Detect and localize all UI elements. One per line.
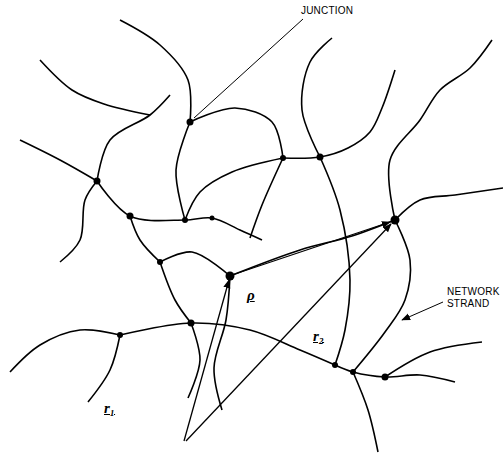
network-strand xyxy=(250,158,283,238)
network-strand xyxy=(120,20,191,122)
junction-dot xyxy=(226,272,235,281)
position-vector xyxy=(232,222,390,275)
junction-dot xyxy=(317,154,324,161)
callout-label: NETWORK STRAND xyxy=(446,286,500,309)
junction-dot xyxy=(280,155,286,161)
position-vector xyxy=(184,280,229,441)
network-strand xyxy=(130,216,160,262)
network-strand xyxy=(20,140,97,181)
vector-label: ρ xyxy=(246,287,256,304)
junction-dot xyxy=(182,217,188,223)
junction-dot xyxy=(188,320,195,327)
network-strand xyxy=(395,188,503,220)
network-strand xyxy=(40,60,150,115)
network-strand xyxy=(160,252,230,276)
callout-label: JUNCTION xyxy=(300,5,354,17)
network-strand xyxy=(353,220,410,372)
network-strand xyxy=(214,276,230,410)
network-strand xyxy=(60,181,97,262)
junction-dot xyxy=(210,216,215,221)
junction-dot xyxy=(332,362,338,368)
junction-dot xyxy=(157,259,163,265)
network-strand xyxy=(97,95,170,181)
network-strand xyxy=(10,330,120,372)
vectors xyxy=(184,222,391,441)
junction-dot xyxy=(187,119,194,126)
network-strand xyxy=(385,342,482,377)
network-strand xyxy=(230,220,395,276)
network-strand xyxy=(120,323,335,365)
network-strand xyxy=(176,122,190,220)
junction-dot xyxy=(350,369,356,375)
junction-dot xyxy=(382,374,389,381)
network-strand xyxy=(302,38,332,157)
junction-dot xyxy=(391,216,400,225)
junction-dot xyxy=(117,332,123,338)
leader-lines xyxy=(194,19,443,320)
network-strands xyxy=(10,20,503,452)
network-strand xyxy=(190,108,283,158)
network-strand xyxy=(88,335,120,402)
vector-label: r₂ xyxy=(312,328,325,345)
leader-line xyxy=(194,19,303,118)
network-strand xyxy=(335,365,455,382)
junction-dot xyxy=(127,213,134,220)
network-strand xyxy=(188,323,200,398)
network-strand xyxy=(97,181,262,240)
junctions xyxy=(94,119,400,381)
network-strand xyxy=(160,262,191,323)
network-strand xyxy=(283,70,395,158)
network-strand xyxy=(389,40,492,220)
vector-label: r₁ xyxy=(103,400,116,417)
junction-dot xyxy=(94,178,101,185)
leader-line xyxy=(402,302,443,320)
network-strand xyxy=(353,372,378,452)
